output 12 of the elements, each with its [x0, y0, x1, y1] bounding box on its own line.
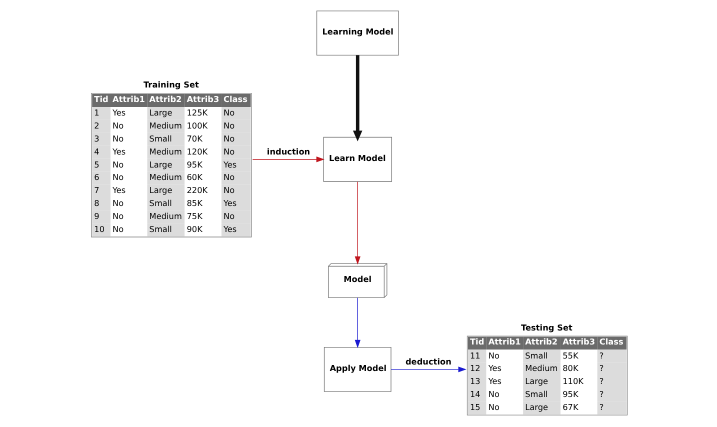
edge-label: induction: [266, 146, 310, 156]
arrow: [390, 366, 466, 372]
node-box: Learn Model: [322, 136, 392, 182]
node-box: Apply Model: [323, 346, 391, 392]
node-label: Training Set: [143, 80, 198, 90]
node-box: Learning Model: [316, 10, 398, 56]
node-label: Testing Set: [520, 322, 572, 332]
arrow: [354, 181, 360, 265]
arrow: [252, 156, 324, 162]
arrow: [352, 55, 362, 142]
arrow: [354, 297, 360, 348]
edge-label: deduction: [404, 356, 451, 366]
